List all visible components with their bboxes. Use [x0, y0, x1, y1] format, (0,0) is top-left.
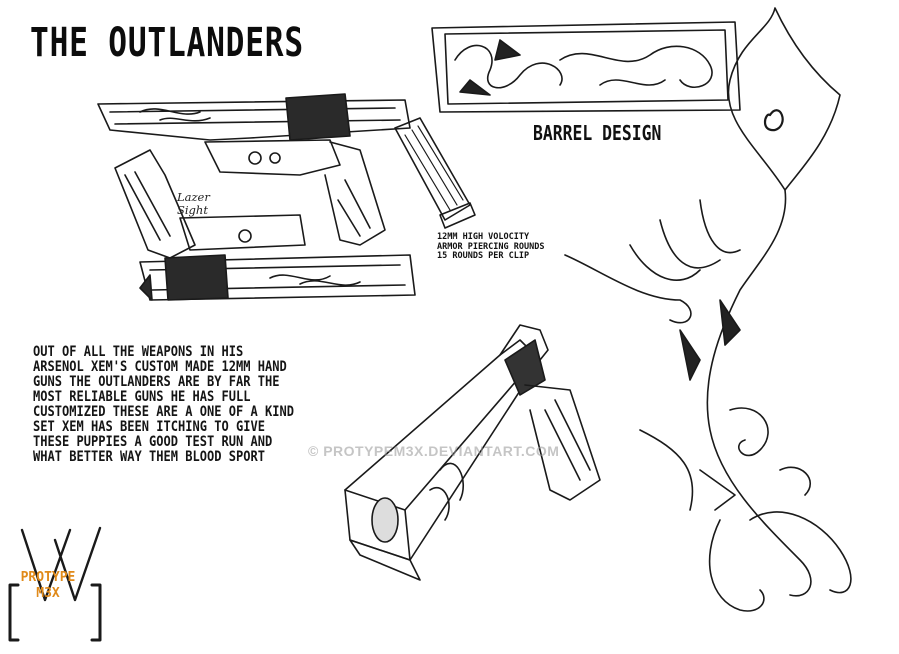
- magazine: [394, 117, 476, 229]
- pistol-perspective-view: [344, 324, 601, 581]
- logo-mark: [8, 526, 102, 642]
- page-title: THE OUTLANDERS: [30, 20, 304, 66]
- watermark: © PROTYPEM3X.DEVIANTART.COM: [308, 443, 560, 459]
- pistol-side-view-bottom: [114, 149, 416, 301]
- barrel-design-label: BARREL DESIGN: [533, 121, 662, 145]
- logo-text: PROTYPE M3X: [18, 570, 78, 602]
- ammo-note: 12MM HIGH VOLOCITY ARMOR PIERCING ROUNDS…: [437, 232, 545, 261]
- weapon-description: OUT OF ALL THE WEAPONS IN HIS ARSENOL XE…: [33, 344, 294, 465]
- logo-line-2: M3X: [36, 586, 60, 601]
- tribal-ornament: [564, 7, 852, 612]
- barrel-design: [431, 21, 741, 113]
- lazer-sight-label: Lazer Sight: [177, 190, 210, 217]
- pistol-side-view-top: [97, 93, 411, 246]
- logo-line-1: PROTYPE: [20, 570, 76, 585]
